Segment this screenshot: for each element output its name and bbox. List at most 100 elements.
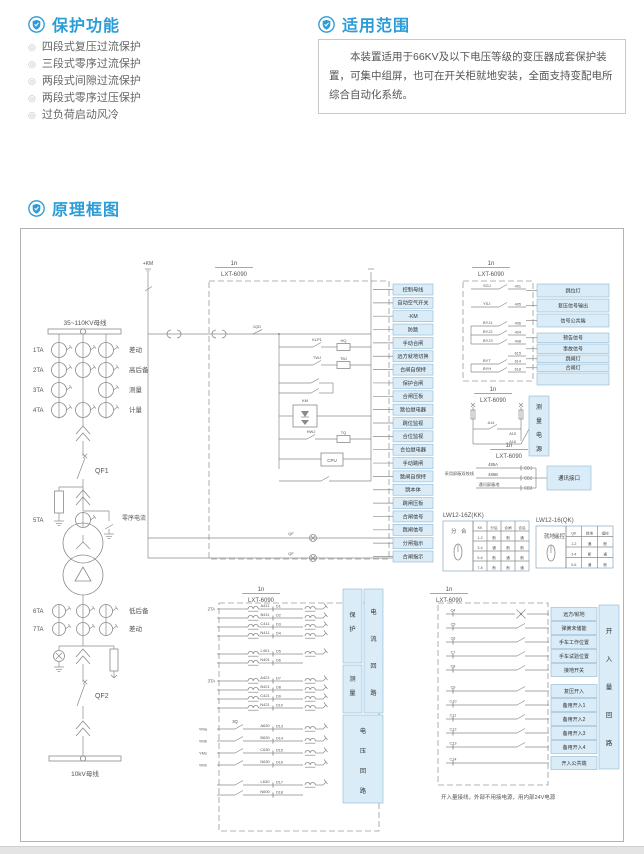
svg-text:A421: A421 <box>260 675 270 680</box>
svg-text:合位监视: 合位监视 <box>403 432 424 440</box>
svg-text:测量电源: 测量电源 <box>536 403 542 453</box>
svg-text:遥控: 遥控 <box>554 532 566 540</box>
svg-text:D15: D15 <box>276 749 283 753</box>
control-label-column: 控制母线自动空气开关-KM防跳手动合闸远方就地切换合闸自保持保护合闸合闸压板跳位… <box>373 283 434 563</box>
svg-text:就地: 就地 <box>544 532 556 540</box>
svg-text:复压开入: 复压开入 <box>564 688 584 695</box>
svg-text:QF1: QF1 <box>95 468 109 475</box>
svg-text:TWJ: TWJ <box>313 355 321 360</box>
svg-text:KLP1: KLP1 <box>312 337 323 342</box>
protection-list: ◎四段式复压过流保护◎三段式零序过流保护◎两段式间隙过流保护◎两段式零序过压保护… <box>28 39 141 124</box>
svg-text:自动空气开关: 自动空气开关 <box>397 299 428 307</box>
svg-text:开入量接线，外部不用接电源，用内部24V电源: 开入量接线，外部不用接电源，用内部24V电源 <box>441 793 556 801</box>
svg-text:断: 断 <box>506 545 510 550</box>
svg-text:401: 401 <box>515 285 521 289</box>
svg-text:接地开关: 接地开关 <box>564 667 584 674</box>
svg-text:C411: C411 <box>260 621 270 626</box>
svg-text:复压信号输出: 复压信号输出 <box>558 302 588 309</box>
svg-text:HWJ: HWJ <box>307 429 316 434</box>
protection-item: ◎两段式间隙过流保护 <box>28 73 141 90</box>
scope-title: 适用范围 <box>342 18 411 35</box>
svg-text:通讯接口: 通讯接口 <box>558 474 580 482</box>
svg-text:KK: KK <box>478 526 483 530</box>
svg-text:YSJ: YSJ <box>483 301 490 306</box>
ring-bullet-icon: ◎ <box>28 110 36 120</box>
svg-text:1QD: 1QD <box>253 324 261 329</box>
svg-text:断: 断 <box>603 562 607 567</box>
svg-text:N630: N630 <box>260 759 270 764</box>
svg-text:合: 合 <box>461 527 467 535</box>
ring-bullet-icon: ◎ <box>28 42 36 52</box>
svg-text:A630: A630 <box>260 723 270 728</box>
svg-text:C5: C5 <box>451 623 456 627</box>
svg-text:跳闸信号: 跳闸信号 <box>403 526 424 534</box>
svg-text:弹簧未储能: 弹簧未储能 <box>561 625 586 632</box>
svg-text:合位继电器: 合位继电器 <box>400 446 427 454</box>
ring-bullet-icon: ◎ <box>28 76 36 86</box>
svg-text:分闸指示: 分闸指示 <box>403 539 424 547</box>
svg-text:差动: 差动 <box>129 345 143 354</box>
svg-text:跳本体: 跳本体 <box>405 486 421 494</box>
svg-text:5-6: 5-6 <box>477 556 482 560</box>
svg-text:手车试验位置: 手车试验位置 <box>559 653 589 660</box>
svg-text:D10: D10 <box>276 704 283 708</box>
svg-text:L630: L630 <box>261 779 271 784</box>
ring-bullet-icon: ◎ <box>28 59 36 69</box>
svg-text:QF: QF <box>288 551 294 556</box>
svg-text:C6: C6 <box>451 637 456 641</box>
svg-text:CPU: CPU <box>327 458 337 463</box>
svg-text:C630: C630 <box>260 747 270 752</box>
svg-text:LXT-6090: LXT-6090 <box>480 398 507 404</box>
svg-text:TBJ: TBJ <box>340 356 347 361</box>
svg-text:合闸信号: 合闸信号 <box>403 512 424 520</box>
di-block: 1nLXT-6090C4C5C6C7C8C9C10C11C12C13C14远方/… <box>430 587 598 801</box>
svg-text:D4: D4 <box>276 632 281 636</box>
svg-text:LXT-6090: LXT-6090 <box>496 454 523 460</box>
svg-text:D17: D17 <box>276 781 283 785</box>
svg-text:分: 分 <box>451 527 457 535</box>
svg-text:D5: D5 <box>276 650 281 654</box>
svg-text:手动合闸: 手动合闸 <box>403 339 424 347</box>
svg-text:分后: 分后 <box>490 525 498 530</box>
svg-text:手车工作位置: 手车工作位置 <box>559 639 589 646</box>
diagram-title: 原理框图 <box>52 202 121 219</box>
svg-text:远方就地切换: 远方就地切换 <box>397 352 429 360</box>
svg-text:跳位监视: 跳位监视 <box>403 419 424 427</box>
svg-text:合闸: 合闸 <box>504 525 512 530</box>
svg-text:1n: 1n <box>506 443 513 449</box>
svg-text:远方/就地: 远方/就地 <box>563 611 584 618</box>
svg-text:614: 614 <box>515 360 521 364</box>
svg-text:D14: D14 <box>276 737 283 741</box>
svg-text:A16: A16 <box>509 440 516 444</box>
svg-text:6TA: 6TA <box>33 609 44 615</box>
svg-text:618: 618 <box>515 368 521 372</box>
svg-text:D3: D3 <box>276 623 281 627</box>
svg-text:零序电流: 零序电流 <box>122 514 146 522</box>
svg-text:1-2: 1-2 <box>477 536 482 540</box>
svg-text:D2: D2 <box>276 614 281 618</box>
svg-text:采用屏蔽双绞线: 采用屏蔽双绞线 <box>445 470 475 477</box>
svg-text:通讯屏蔽地: 通讯屏蔽地 <box>479 481 501 488</box>
svg-text:3TA: 3TA <box>208 679 216 684</box>
svg-text:D6: D6 <box>276 659 281 663</box>
svg-text:C421: C421 <box>260 693 270 698</box>
svg-text:C4: C4 <box>451 609 456 613</box>
svg-text:5-6: 5-6 <box>571 563 576 567</box>
svg-text:LXT-6090: LXT-6090 <box>221 272 248 278</box>
svg-text:35~110KV母线: 35~110KV母线 <box>63 318 107 327</box>
svg-text:开入公共端: 开入公共端 <box>561 760 586 767</box>
svg-text:A15: A15 <box>509 432 516 436</box>
svg-text:通: 通 <box>588 562 592 567</box>
svg-text:保护合闸: 保护合闸 <box>403 379 424 387</box>
svg-text:D13: D13 <box>276 725 283 729</box>
svg-text:C10: C10 <box>450 700 457 704</box>
svg-text:LXT-6090: LXT-6090 <box>478 272 505 278</box>
diagram-section-header: 原理框图 <box>28 196 120 220</box>
svg-text:KM: KM <box>302 398 308 403</box>
